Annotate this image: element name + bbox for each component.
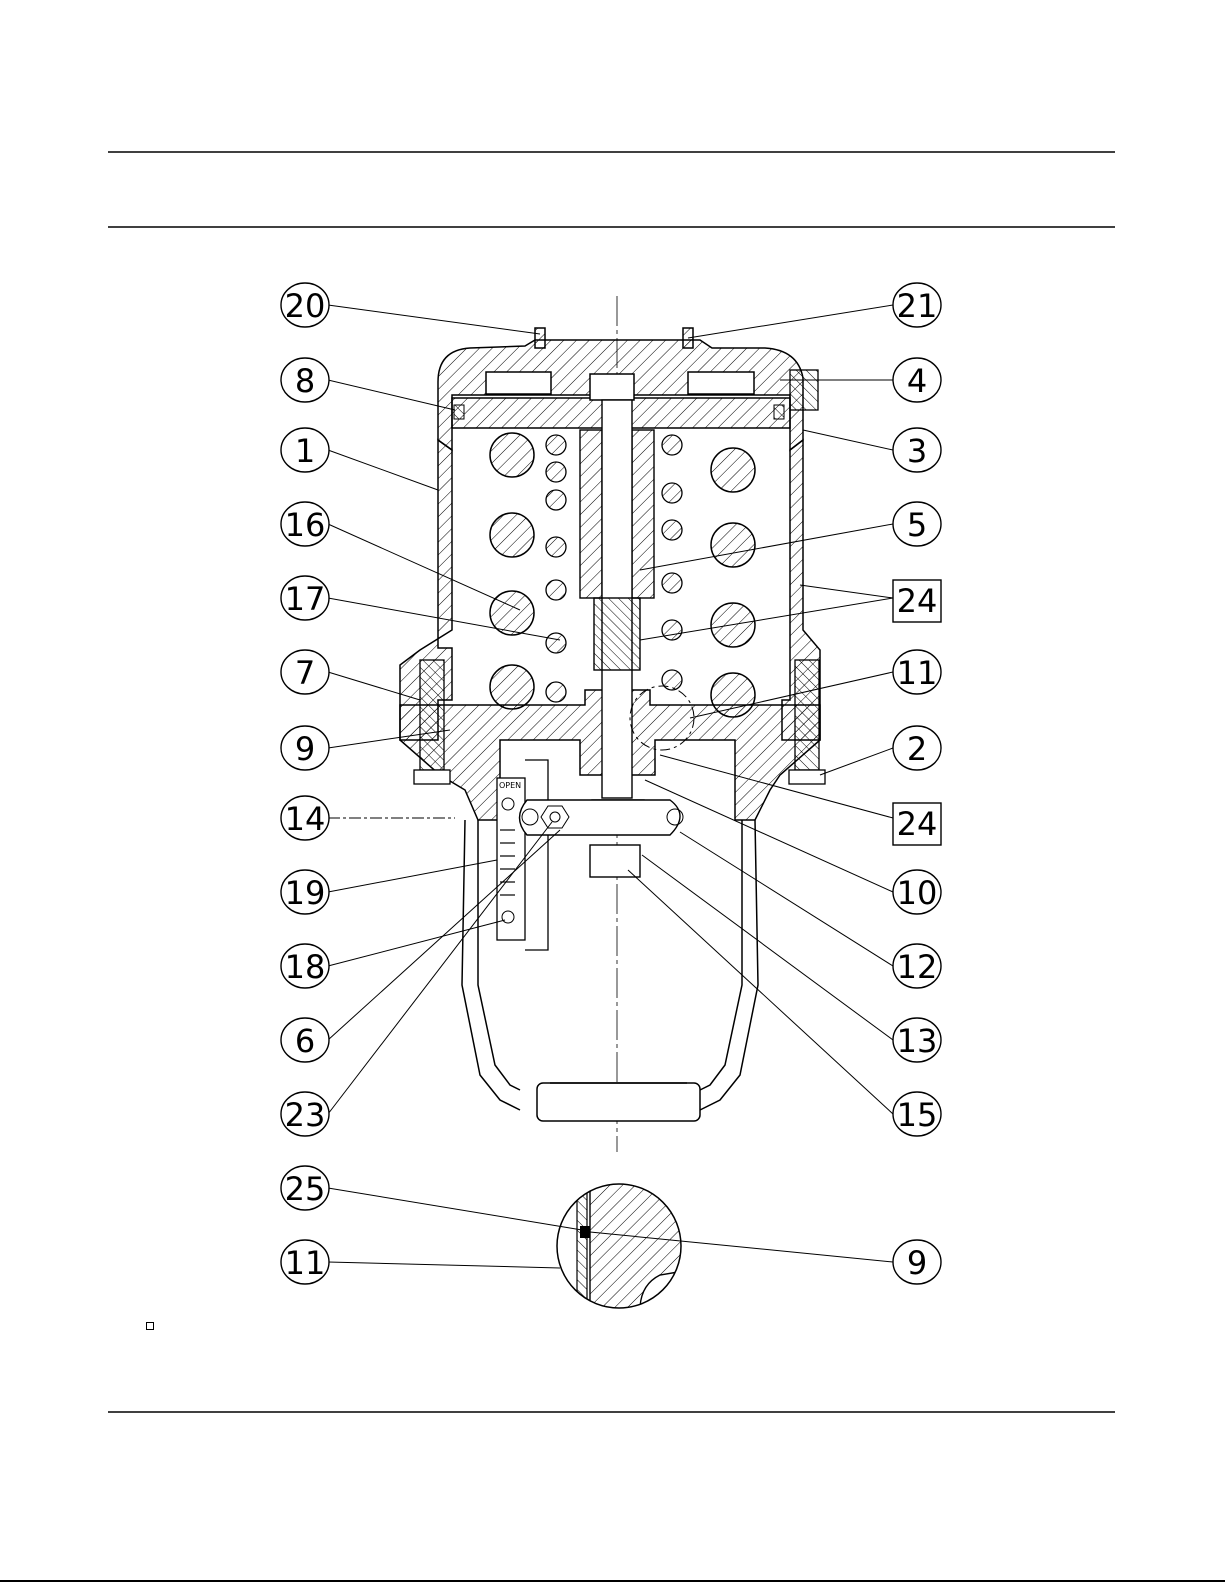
svg-text:5: 5 (907, 506, 927, 544)
callout-5: 5 (893, 502, 941, 546)
svg-text:1: 1 (295, 432, 315, 470)
svg-text:9: 9 (295, 730, 315, 768)
svg-text:14: 14 (285, 800, 326, 838)
callout-3: 3 (893, 428, 941, 472)
svg-text:18: 18 (285, 948, 326, 986)
detail-view (557, 1180, 690, 1320)
svg-text:21: 21 (897, 287, 938, 325)
plate-seal-right (774, 405, 784, 419)
pointer-arm (520, 800, 681, 835)
svg-text:11: 11 (285, 1244, 326, 1282)
tie-bolt-left (414, 660, 450, 784)
svg-text:17: 17 (285, 580, 326, 618)
svg-text:7: 7 (295, 654, 315, 692)
callout-7: 7 (281, 650, 329, 694)
svg-text:23: 23 (285, 1096, 326, 1134)
svg-text:15: 15 (897, 1096, 938, 1134)
callout-18: 18 (281, 944, 329, 988)
svg-text:6: 6 (295, 1022, 315, 1060)
note-square-marker (146, 1322, 154, 1330)
tie-bolt-right (789, 660, 825, 784)
svg-text:8: 8 (295, 362, 315, 400)
svg-text:10: 10 (897, 874, 938, 912)
svg-text:19: 19 (285, 874, 326, 912)
callout-11: 11 (893, 650, 941, 694)
mounting-pad (537, 1083, 700, 1121)
callout-12: 12 (893, 944, 941, 988)
svg-text:11: 11 (897, 654, 938, 692)
indicator-plate (497, 778, 525, 940)
svg-text:24: 24 (897, 582, 938, 620)
svg-text:3: 3 (907, 432, 927, 470)
callout-13: 13 (893, 1018, 941, 1062)
callout-24-boxed-lower: 24 (893, 803, 941, 845)
callout-10: 10 (893, 870, 941, 914)
svg-text:24: 24 (897, 805, 938, 843)
guide-tube-right (632, 430, 654, 598)
svg-text:16: 16 (285, 506, 326, 544)
svg-text:2: 2 (907, 730, 927, 768)
indicator-bracket (525, 760, 548, 950)
callout-6: 6 (281, 1018, 329, 1062)
callout-9: 9 (281, 726, 329, 770)
callout-17: 17 (281, 576, 329, 620)
callout-15: 15 (893, 1092, 941, 1136)
svg-text:13: 13 (897, 1022, 938, 1060)
plate-seal-left (454, 405, 464, 419)
callout-19: 19 (281, 870, 329, 914)
svg-text:9: 9 (907, 1244, 927, 1282)
svg-text:12: 12 (897, 948, 938, 986)
vent-fitting (790, 370, 818, 410)
callout-9-detail: 9 (893, 1240, 941, 1284)
svg-text:20: 20 (285, 287, 326, 325)
callout-1: 1 (281, 428, 329, 472)
callout-2: 2 (893, 726, 941, 770)
stem-bolt-head (590, 374, 634, 400)
lower-nut (590, 845, 640, 877)
callout-11-detail: 11 (281, 1240, 329, 1284)
callout-14: 14 (281, 796, 329, 840)
svg-text:4: 4 (907, 362, 927, 400)
svg-text:25: 25 (285, 1170, 326, 1208)
callout-16: 16 (281, 502, 329, 546)
callout-20: 20 (281, 283, 329, 327)
callout-24-boxed-upper: 24 (893, 580, 941, 622)
guide-tube-left (580, 430, 602, 598)
callout-4: 4 (893, 358, 941, 402)
callout-23: 23 (281, 1092, 329, 1136)
stem-thread (594, 598, 640, 670)
callout-25: 25 (281, 1166, 329, 1210)
callout-21: 21 (893, 283, 941, 327)
callout-8: 8 (281, 358, 329, 402)
indicator-label: OPEN (499, 781, 521, 790)
